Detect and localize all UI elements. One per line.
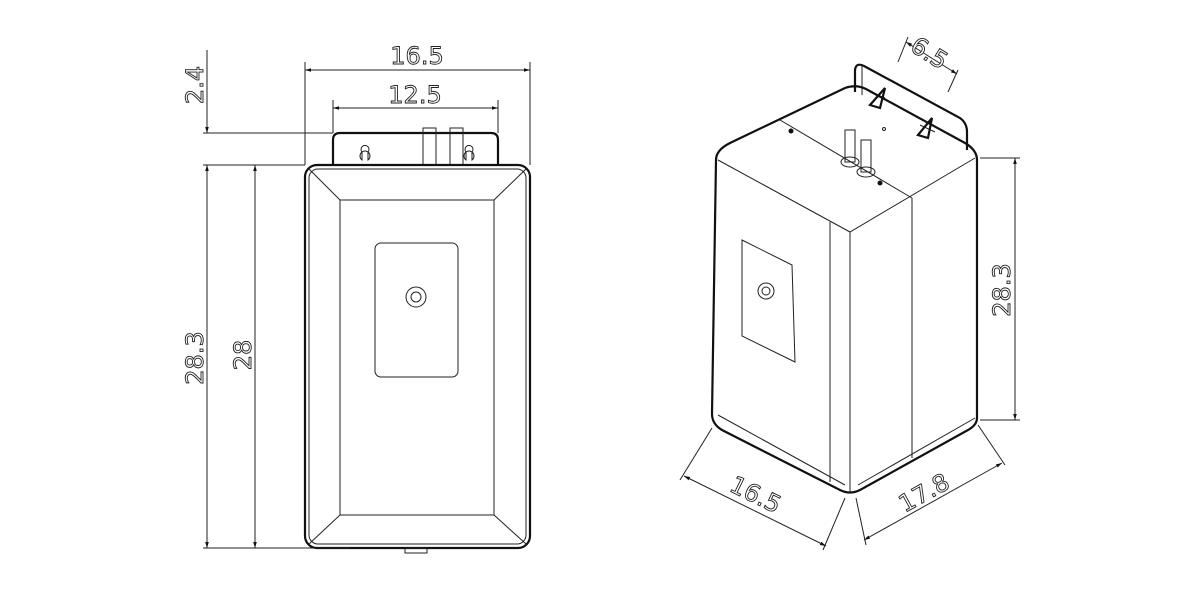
top-seam	[779, 119, 913, 199]
iso-dim-bracket-depth: 6.5	[906, 31, 953, 75]
iso-pipe-right	[860, 139, 872, 173]
mounting-bracket	[331, 131, 500, 165]
dim-total-height: 28.3	[181, 331, 209, 384]
iso-pipe-left	[844, 129, 856, 163]
isometric-view: 6.5 28.3 16.5 17.8	[679, 31, 1020, 551]
keyhole-right	[463, 144, 475, 162]
iso-dim-height: 28.3	[988, 263, 1016, 316]
dim-width-total: 16.5	[390, 42, 443, 70]
iso-display-window	[741, 239, 796, 363]
front-view: 16.5 12.5 2.4 28.3 28	[181, 42, 532, 554]
iso-dim-depth: 17.8	[894, 468, 954, 518]
iso-dim-width: 16.5	[725, 471, 785, 520]
display-window	[374, 242, 459, 378]
front-panel	[339, 199, 495, 516]
dim-bracket-height: 2.4	[181, 66, 209, 104]
keyhole-left	[359, 144, 371, 162]
iso-bracket	[853, 63, 969, 150]
dim-bracket-width: 12.5	[388, 81, 441, 109]
iso-knob-icon	[757, 282, 775, 300]
iso-top-face	[717, 157, 976, 233]
knob-icon	[405, 286, 427, 308]
dim-body-height: 28	[229, 340, 257, 371]
body-outline	[303, 163, 532, 550]
